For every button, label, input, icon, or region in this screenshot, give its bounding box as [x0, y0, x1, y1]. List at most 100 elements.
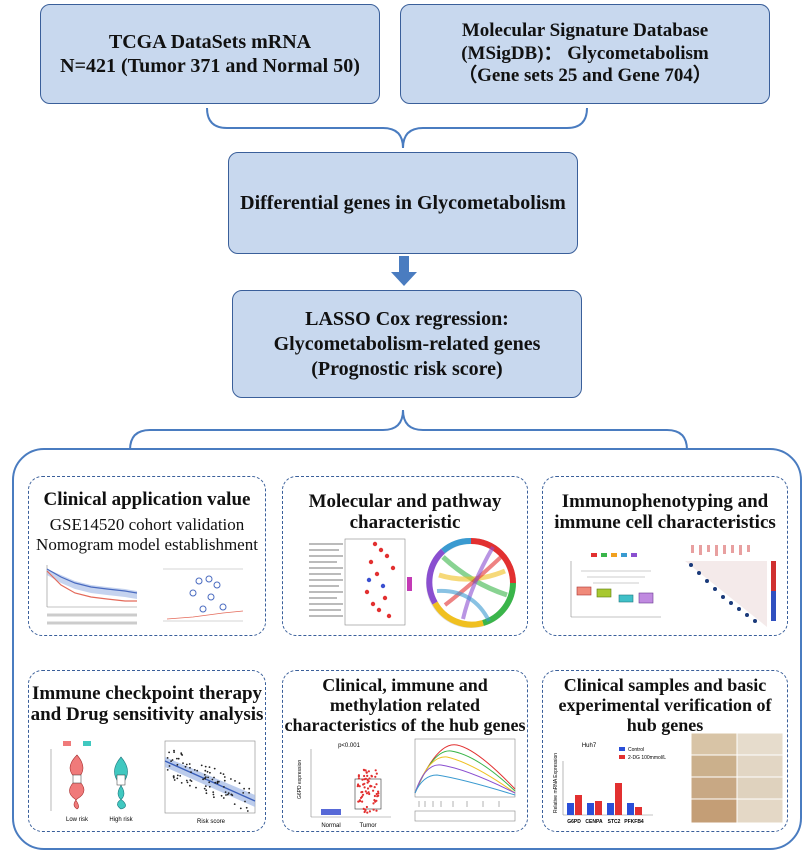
- panel-checkpoint-title-line1: Immune checkpoint therapy: [31, 683, 263, 704]
- qpcr-gene-label: STC2: [608, 819, 621, 825]
- panel-hub-title: Clinical, immune and methylation related…: [283, 675, 527, 735]
- scatter-point: [243, 787, 245, 790]
- scatter-point: [203, 787, 206, 790]
- panel-clinical-sub1: GSE14520 cohort validation: [49, 515, 245, 534]
- scatter-point: [212, 793, 215, 796]
- tumor-point: [364, 790, 367, 793]
- correlation-heatmap-thumbnail: [685, 545, 776, 627]
- scatter-point: [246, 810, 249, 812]
- tumor-point: [358, 785, 361, 788]
- tumor-point: [364, 769, 367, 772]
- tumor-point: [367, 770, 370, 773]
- scatter-point: [224, 791, 227, 793]
- g6pd-expression-thumbnail: p<0.001 G6PD expression Normal Tumor: [297, 743, 391, 829]
- scatter-point: [208, 766, 211, 768]
- scatter-point: [180, 782, 183, 784]
- lasso-line2: Glycometabolism-related genes: [273, 332, 541, 355]
- tumor-point: [365, 792, 369, 795]
- g6pd-x-tumor: Tumor: [359, 823, 376, 829]
- tumor-point: [377, 794, 380, 797]
- qpcr-gene-label: G6PD: [567, 819, 581, 825]
- scatter-point: [168, 765, 171, 767]
- panel-hub-title-line3: characteristics of the hub genes: [284, 715, 526, 736]
- scatter-point: [200, 764, 203, 767]
- scatter-point: [203, 773, 206, 776]
- risk-violin-thumbnail: Low risk High risk: [50, 741, 134, 823]
- scatter-point: [219, 772, 222, 774]
- msigdb-box: Molecular Signature Database (MSigDB)： G…: [400, 4, 770, 104]
- scatter-point: [222, 773, 225, 775]
- tumor-point: [375, 792, 378, 796]
- scatter-point: [204, 769, 207, 772]
- scatter-point: [242, 792, 245, 794]
- scatter-point: [225, 794, 227, 796]
- tumor-point: [374, 800, 377, 803]
- panel-hub-title-line1: Clinical, immune and: [322, 675, 488, 695]
- scatter-point: [223, 779, 226, 782]
- scatter-point: [189, 784, 191, 787]
- scatter-point: [207, 776, 209, 779]
- msigdb-line1: Molecular Signature Database: [461, 19, 709, 41]
- scatter-point: [196, 769, 199, 772]
- violin-low-label: Low risk: [66, 817, 89, 823]
- drug-scatter-thumbnail: Risk score: [164, 740, 256, 825]
- tumor-point: [357, 777, 360, 780]
- g6pd-ylabel: G6PD expression: [297, 760, 303, 799]
- scatter-point: [202, 778, 204, 781]
- panel-experimental-title-line3: hub genes: [626, 715, 704, 736]
- scatter-point: [185, 779, 188, 782]
- tumor-point: [370, 775, 373, 778]
- tcga-datasets-box: TCGA DataSets mRNA N=421 (Tumor 371 and …: [40, 4, 380, 104]
- panel-immune-checkpoint: Immune checkpoint therapy and Drug sensi…: [28, 670, 266, 832]
- tumor-point: [377, 790, 380, 793]
- scatter-point: [189, 779, 192, 781]
- tumor-point: [363, 810, 366, 814]
- tumor-point: [375, 772, 378, 775]
- scatter-point: [211, 778, 214, 781]
- scatter-point: [180, 752, 183, 754]
- scatter-point: [190, 780, 193, 782]
- scatter-point: [204, 776, 207, 778]
- tcga-line1: TCGA DataSets mRNA: [108, 31, 312, 53]
- tumor-point: [361, 800, 364, 803]
- tumor-point: [357, 783, 360, 786]
- tumor-point: [364, 808, 367, 811]
- chord-diagram-thumbnail: [426, 537, 516, 628]
- scatter-point: [179, 775, 182, 777]
- scatter-point: [173, 779, 176, 781]
- qpcr-ylabel: Relative mRNA Expression: [553, 753, 559, 813]
- g6pd-x-normal: Normal: [321, 823, 340, 829]
- ihc-staining-thumbnail: [691, 733, 783, 824]
- top-bracket-connector: [206, 107, 588, 149]
- tumor-point: [377, 792, 380, 795]
- scatter-point: [205, 792, 208, 795]
- scatter-point: [244, 800, 246, 803]
- panel-clinical-sub2: Nomogram model establishment: [36, 535, 258, 554]
- scatter-point: [206, 770, 209, 773]
- tumor-point: [374, 769, 377, 772]
- tumor-point: [361, 795, 364, 798]
- tumor-point: [361, 778, 364, 781]
- scatter-point: [176, 763, 179, 766]
- scatter-point: [176, 774, 179, 777]
- scatter-point: [195, 786, 197, 789]
- scatter-point: [204, 765, 207, 768]
- scatter-point: [223, 776, 226, 778]
- panel-checkpoint-title-line2: and Drug sensitivity analysis: [30, 704, 264, 726]
- tumor-point: [363, 782, 366, 785]
- msigdb-line2: (MSigDB)： Glycometabolism: [461, 42, 709, 64]
- panel-experimental: Clinical samples and basic experimental …: [542, 670, 788, 832]
- tumor-point: [366, 811, 369, 814]
- scatter-point: [190, 771, 192, 773]
- scatter-point: [188, 763, 191, 765]
- violin-high-label: High risk: [109, 817, 133, 823]
- scatter-point: [213, 776, 215, 779]
- bottom-bracket-connector: [129, 409, 688, 451]
- panel-molecular-title-line1: Molecular and pathway: [308, 491, 502, 512]
- panel-immuno-title-line2: immune cell characteristics: [554, 512, 776, 534]
- scatter-point: [220, 794, 223, 797]
- scatter-point: [216, 782, 219, 785]
- scatter-point: [171, 759, 174, 761]
- scatter-point: [173, 749, 175, 752]
- scatter-point: [213, 767, 216, 770]
